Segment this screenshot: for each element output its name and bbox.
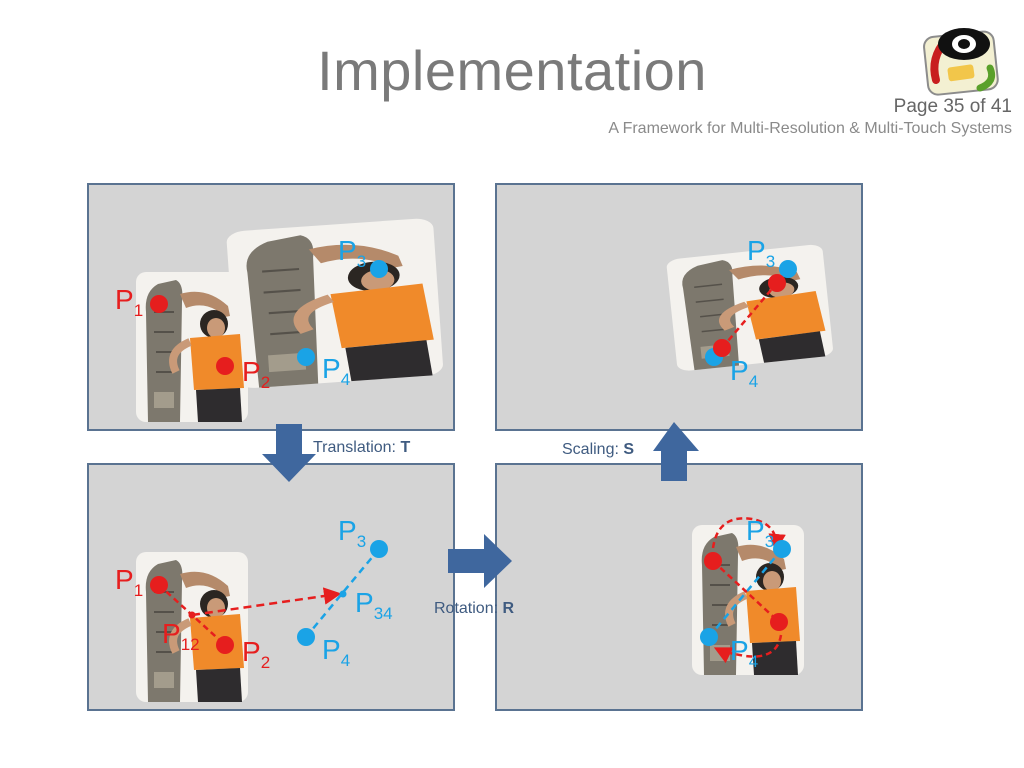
- point-p2: [216, 636, 234, 654]
- translation-label: Translation: T: [313, 439, 411, 456]
- svg-text:P4: P4: [322, 634, 350, 670]
- svg-text:P12: P12: [162, 618, 200, 654]
- svg-text:P4: P4: [730, 355, 758, 391]
- arrow-right-rotation: [448, 534, 512, 588]
- svg-text:P2: P2: [242, 356, 270, 392]
- point-p1: [768, 274, 786, 292]
- arrow-down-translation: [262, 424, 316, 482]
- point-p4: [700, 628, 718, 646]
- rotation-label: Rotation: R: [434, 600, 515, 617]
- point-p4: [297, 348, 315, 366]
- point-p12: [188, 611, 196, 619]
- framework-logo-icon: [923, 28, 999, 96]
- point-p3: [370, 540, 388, 558]
- point-p34: [339, 590, 347, 598]
- panel3-points: P1 P2 P12 P3 P34 P4: [115, 515, 393, 672]
- panel1-points: P1 P2 P3 P4: [115, 235, 388, 392]
- panel2-points: P3 P4: [705, 235, 797, 391]
- svg-text:P3: P3: [338, 235, 366, 271]
- slide-subtitle: A Framework for Multi-Resolution & Multi…: [608, 120, 1012, 137]
- slide-title: Implementation: [317, 39, 707, 102]
- svg-text:P3: P3: [747, 235, 775, 271]
- point-p4: [297, 628, 315, 646]
- page-number: Page 35 of 41: [893, 96, 1012, 117]
- point-p1: [150, 576, 168, 594]
- point-p1: [150, 295, 168, 313]
- point-p2: [770, 613, 788, 631]
- photo-pair-1: [136, 218, 444, 422]
- arrow-up-scaling: [653, 422, 699, 481]
- svg-text:P2: P2: [242, 636, 270, 672]
- point-p2: [216, 357, 234, 375]
- svg-text:P34: P34: [355, 587, 393, 623]
- svg-text:P4: P4: [730, 635, 758, 671]
- svg-text:P3: P3: [746, 515, 774, 551]
- scaling-label: Scaling: S: [562, 441, 635, 458]
- point-p3: [370, 260, 388, 278]
- point-p2: [713, 339, 731, 357]
- point-p3: [773, 540, 791, 558]
- photo-translated: [136, 552, 248, 702]
- point-p1: [704, 552, 722, 570]
- svg-text:P3: P3: [338, 515, 366, 551]
- svg-text:P1: P1: [115, 564, 143, 600]
- panel4-points: P3 P4: [700, 515, 791, 671]
- svg-text:P1: P1: [115, 284, 143, 320]
- svg-text:P4: P4: [322, 353, 350, 389]
- point-p3: [779, 260, 797, 278]
